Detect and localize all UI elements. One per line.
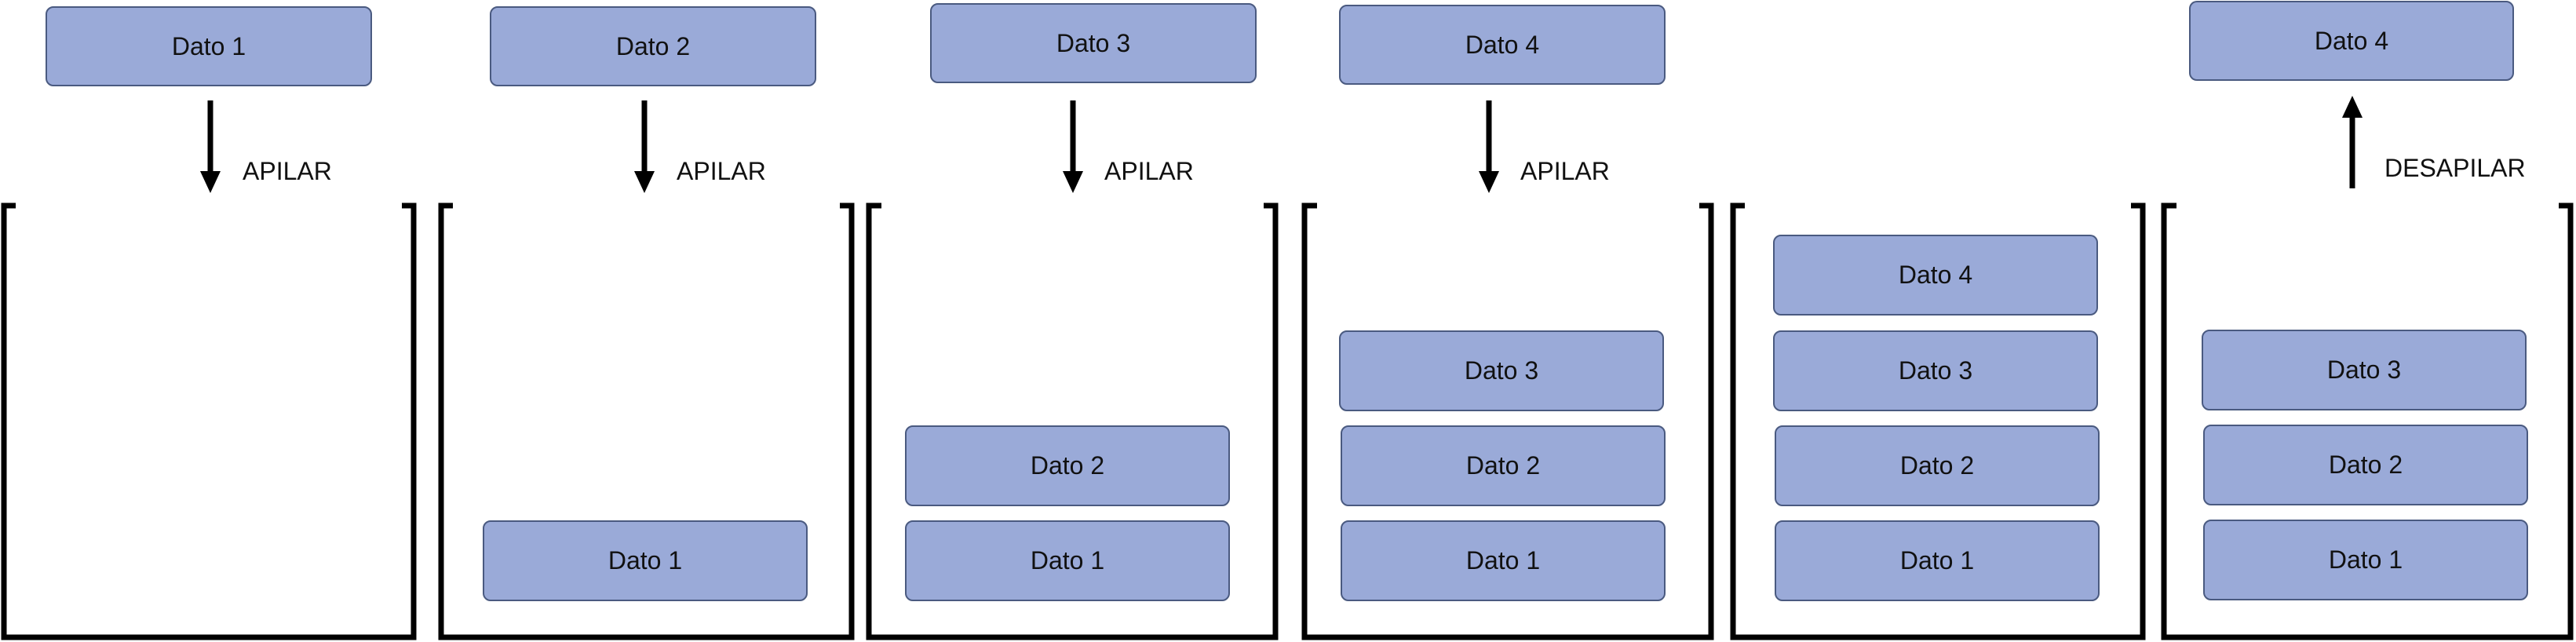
stack-block: Dato 4: [1773, 235, 2098, 316]
stack-block: Dato 1: [2203, 520, 2528, 600]
operation-label: APILAR: [243, 157, 332, 185]
stack-block: Dato 3: [1773, 330, 2098, 411]
stack-block: Dato 2: [905, 425, 1230, 506]
incoming-block: Dato 1: [46, 6, 372, 86]
stack-block: Dato 3: [1339, 330, 1664, 411]
operation-label: DESAPILAR: [2384, 154, 2526, 182]
stack-block: Dato 2: [1341, 425, 1666, 506]
stack-block: Dato 1: [905, 520, 1230, 601]
incoming-block: Dato 3: [930, 3, 1257, 83]
operation-label: APILAR: [1520, 157, 1610, 185]
outgoing-block: Dato 4: [2189, 1, 2514, 81]
incoming-block: Dato 4: [1339, 5, 1666, 85]
operation-label: APILAR: [677, 157, 766, 185]
stack-block: Dato 1: [483, 520, 808, 601]
stack-block: Dato 2: [1775, 425, 2100, 506]
stack-block: Dato 3: [2202, 330, 2527, 410]
operation-label: APILAR: [1104, 157, 1194, 185]
stack-block: Dato 1: [1775, 520, 2100, 601]
stack-block: Dato 1: [1341, 520, 1666, 601]
incoming-block: Dato 2: [490, 6, 816, 86]
stack-block: Dato 2: [2203, 425, 2528, 505]
